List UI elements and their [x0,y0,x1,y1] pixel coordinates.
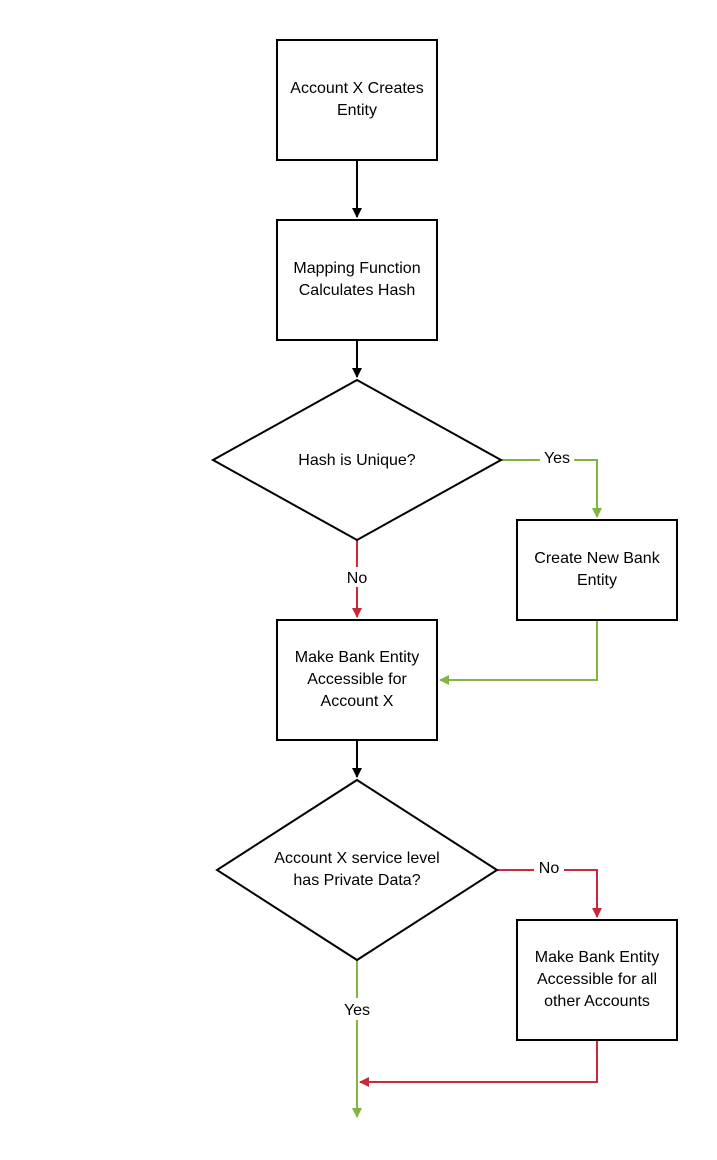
node-make-accessible-all: Make Bank Entity Accessible for all othe… [516,919,678,1041]
node-label-line-1: Make Bank Entity [295,649,420,666]
node-label-line-3: other Accounts [544,993,650,1010]
node-label-line-1: Make Bank Entity [535,949,660,966]
edge-hash-yes: Yes [501,449,602,518]
node-create-bank-entity: Create New Bank Entity [516,519,678,621]
edge-label-yes: Yes [544,450,570,467]
decision-diamond [210,378,504,542]
node-label-line-1: Mapping Function [293,260,420,277]
edge-line [359,1040,598,1087]
node-label-line-1: Hash is Unique? [298,452,416,469]
process-box [516,919,678,1041]
process-box [276,39,438,161]
node-label-line-2: Accessible for [307,671,407,688]
node-label-line-1: Account X service level [274,850,439,867]
edge-hash-no: No [342,540,372,618]
decision-diamond [215,778,499,962]
process-box [276,219,438,341]
node-hash-unique: Hash is Unique? [210,378,504,542]
process-box [276,619,438,741]
node-label-line-2: Entity [577,572,617,589]
node-private-data: Account X service level has Private Data… [215,778,499,962]
edge-label-background [534,859,564,879]
edge-label-no: No [539,860,560,877]
node-mapping-function: Mapping Function Calculates Hash [276,219,438,341]
edge-private-yes: Yes [338,960,376,1118]
edge-label-yes: Yes [344,1002,370,1019]
edge-label-background [342,567,372,587]
edge-create-bank-to-accessible [439,620,598,685]
node-create-entity: Account X Creates Entity [276,39,438,161]
node-label-line-2: Calculates Hash [299,282,416,299]
node-label-line-2: has Private Data? [293,872,420,889]
node-label-line-2: Accessible for all [537,971,657,988]
edge-private-no: No [497,859,602,918]
node-label-line-1: Create New Bank [534,550,660,567]
edge-accessible-all-to-end [359,1040,598,1087]
edge-label-no: No [347,570,368,587]
edge-line [497,869,602,918]
process-box [516,519,678,621]
node-label-line-3: Account X [321,693,394,710]
node-label-line-2: Entity [337,102,377,119]
edge-line [501,459,602,518]
edge-label-background [540,449,574,469]
node-label-line-1: Account X Creates [290,80,423,97]
edge-label-background [338,998,376,1020]
edge-line [439,620,598,685]
node-make-accessible-x: Make Bank Entity Accessible for Account … [276,619,438,741]
